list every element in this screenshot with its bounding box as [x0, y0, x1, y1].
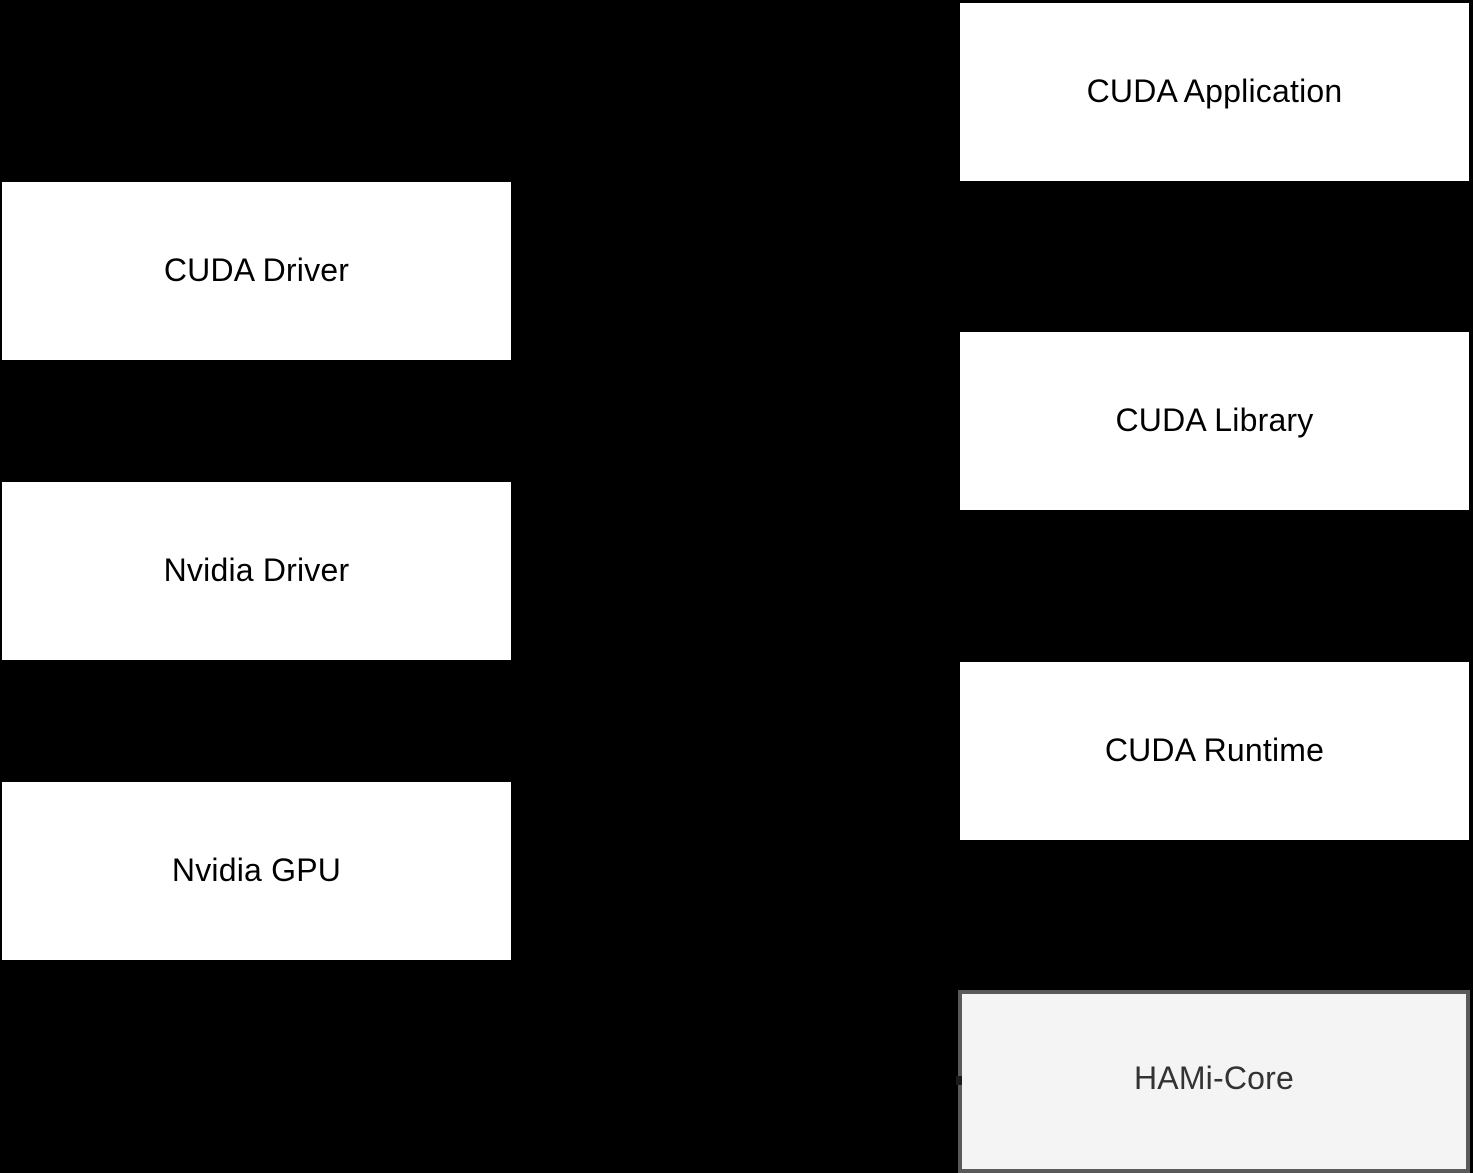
node-cuda-runtime[interactable]: CUDA Runtime: [960, 662, 1469, 840]
node-hami-core[interactable]: HAMi-Core: [958, 990, 1470, 1173]
node-nvidia-driver-label: Nvidia Driver: [163, 552, 350, 589]
node-cuda-driver[interactable]: CUDA Driver: [2, 182, 511, 360]
node-cuda-application-label: CUDA Application: [1086, 73, 1343, 110]
node-cuda-library-label: CUDA Library: [1115, 402, 1314, 439]
node-nvidia-gpu-label: Nvidia GPU: [171, 852, 342, 889]
node-nvidia-gpu[interactable]: Nvidia GPU: [2, 782, 511, 960]
node-nvidia-driver[interactable]: Nvidia Driver: [2, 482, 511, 660]
hami-core-left-connector-port: [956, 1076, 962, 1085]
node-hami-core-label: HAMi-Core: [1133, 1059, 1295, 1096]
node-cuda-driver-label: CUDA Driver: [163, 252, 350, 289]
node-cuda-library[interactable]: CUDA Library: [960, 332, 1469, 510]
node-cuda-application[interactable]: CUDA Application: [960, 3, 1469, 181]
node-cuda-runtime-label: CUDA Runtime: [1104, 732, 1325, 769]
